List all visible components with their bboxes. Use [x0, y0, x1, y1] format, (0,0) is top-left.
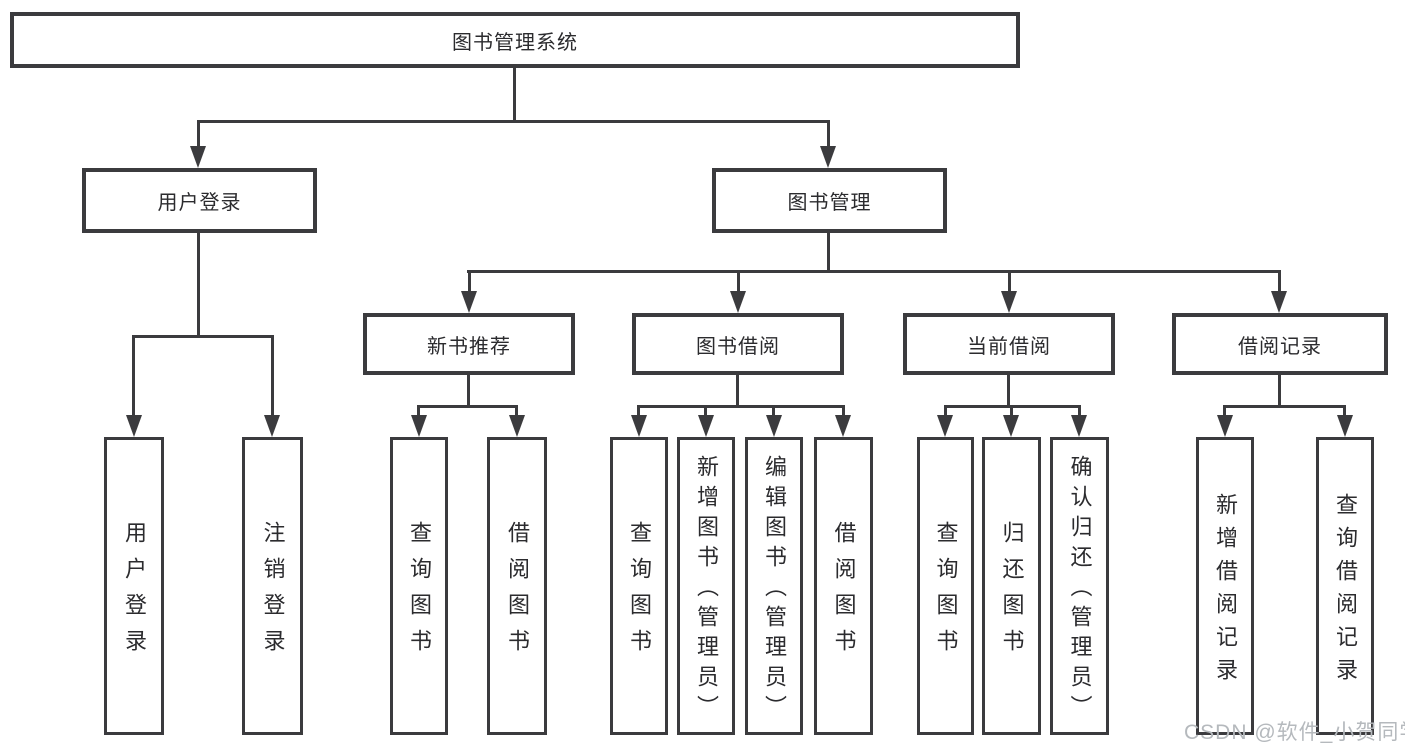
connector-leaf-stem: [1078, 405, 1081, 417]
arrow-down-icon: [461, 291, 477, 313]
arrow-down-icon: [126, 415, 142, 437]
arrow-down-icon: [631, 415, 647, 437]
leaf-add-books-admin: 新增图书（管理员）: [677, 437, 735, 735]
connector-to-current-borrowing-stem: [1008, 270, 1011, 293]
connector-to-user-login-stem: [197, 120, 200, 148]
connector-borrowing-records-stem: [1278, 375, 1281, 408]
arrow-down-icon: [1003, 415, 1019, 437]
connector-to-book-management-stem: [827, 120, 830, 148]
leaf-query-books-borrowing: 查询图书: [610, 437, 668, 735]
leaf-query-borrow-record-label: 查询借阅记录: [1333, 492, 1358, 691]
leaf-edit-books-admin: 编辑图书（管理员）: [745, 437, 803, 735]
leaf-confirm-return-admin-label: 确认归还（管理员）: [1067, 455, 1093, 725]
node-book-borrowing: 图书借阅: [632, 313, 844, 375]
connector-leaf-stem: [772, 405, 775, 417]
connector-book-management-hbar: [467, 270, 1281, 273]
connector-leaf-stem: [271, 335, 274, 417]
leaf-borrow-books-label: 借阅图书: [831, 521, 857, 665]
arrow-down-icon: [937, 415, 953, 437]
leaf-logout: 注销登录: [242, 437, 303, 735]
leaf-add-borrow-record-label: 新增借阅记录: [1213, 492, 1238, 691]
leaf-query-borrow-record: 查询借阅记录: [1316, 437, 1374, 735]
arrow-down-icon: [1071, 415, 1087, 437]
connector-leaf-stem: [132, 335, 135, 417]
node-user-login-label: 用户登录: [157, 192, 242, 214]
arrow-down-icon: [509, 415, 525, 437]
connector-borrowing-records-hbar: [1223, 405, 1346, 408]
arrow-down-icon: [1271, 291, 1287, 313]
connector-leaf-stem: [944, 405, 947, 417]
node-new-book-recommend-label: 新书推荐: [427, 335, 511, 358]
leaf-query-books-recommend: 查询图书: [390, 437, 448, 735]
connector-user-login-stem: [197, 233, 200, 338]
connector-root-stem: [513, 68, 516, 123]
leaf-query-books-borrowing-label: 查询图书: [627, 521, 652, 665]
arrow-down-icon: [1001, 291, 1017, 313]
node-current-borrowing-label: 当前借阅: [967, 335, 1051, 358]
node-root: 图书管理系统: [10, 12, 1020, 68]
leaf-query-books-current-label: 查询图书: [933, 521, 959, 665]
node-user-login: 用户登录: [82, 168, 317, 233]
leaf-add-borrow-record: 新增借阅记录: [1196, 437, 1254, 735]
leaf-user-login: 用户登录: [104, 437, 164, 735]
node-root-label: 图书管理系统: [452, 31, 578, 54]
arrow-down-icon: [1337, 415, 1353, 437]
leaf-query-books-recommend-label: 查询图书: [407, 521, 432, 665]
arrow-down-icon: [766, 415, 782, 437]
leaf-query-books-current: 查询图书: [917, 437, 974, 735]
leaf-borrow-books-recommend-label: 借阅图书: [505, 521, 530, 665]
connector-to-book-borrowing-stem: [737, 270, 740, 293]
connector-current-borrowing-stem: [1007, 375, 1010, 408]
connector-book-borrowing-hbar: [637, 405, 845, 408]
connector-root-hbar: [197, 120, 830, 123]
connector-leaf-stem: [637, 405, 640, 417]
node-book-management-label: 图书管理: [787, 192, 872, 214]
node-book-management: 图书管理: [712, 168, 947, 233]
node-book-borrowing-label: 图书借阅: [696, 335, 780, 358]
node-borrowing-records: 借阅记录: [1172, 313, 1388, 375]
node-borrowing-records-label: 借阅记录: [1238, 335, 1322, 358]
connector-leaf-stem: [515, 405, 518, 417]
connector-leaf-stem: [1223, 405, 1226, 417]
leaf-user-login-label: 用户登录: [122, 521, 147, 665]
connector-user-login-hbar: [132, 335, 274, 338]
connector-leaf-stem: [1343, 405, 1346, 417]
connector-leaf-stem: [417, 405, 420, 417]
connector-book-borrowing-stem: [736, 375, 739, 408]
node-new-book-recommend: 新书推荐: [363, 313, 575, 375]
arrow-down-icon: [1217, 415, 1233, 437]
csdn-watermark: CSDN @软件_小贺同学: [1184, 721, 1405, 744]
connector-to-new-books-stem: [468, 270, 471, 293]
arrow-down-icon: [730, 291, 746, 313]
arrow-down-icon: [411, 415, 427, 437]
leaf-logout-label: 注销登录: [260, 521, 286, 665]
leaf-borrow-books: 借阅图书: [814, 437, 873, 735]
arrow-down-icon: [835, 415, 851, 437]
arrow-down-icon: [698, 415, 714, 437]
arrow-down-icon: [190, 146, 206, 168]
connector-leaf-stem: [704, 405, 707, 417]
leaf-borrow-books-recommend: 借阅图书: [487, 437, 547, 735]
connector-leaf-stem: [842, 405, 845, 417]
leaf-return-books: 归还图书: [982, 437, 1041, 735]
leaf-return-books-label: 归还图书: [999, 521, 1025, 665]
connector-to-borrowing-records-stem: [1278, 270, 1281, 293]
connector-leaf-stem: [1010, 405, 1013, 417]
leaf-edit-books-admin-label: 编辑图书（管理员）: [762, 455, 787, 725]
connector-new-books-stem: [467, 375, 470, 408]
arrow-down-icon: [820, 146, 836, 168]
leaf-add-books-admin-label: 新增图书（管理员）: [694, 455, 719, 725]
node-current-borrowing: 当前借阅: [903, 313, 1115, 375]
connector-new-books-hbar: [417, 405, 518, 408]
connector-book-management-stem: [827, 233, 830, 273]
leaf-confirm-return-admin: 确认归还（管理员）: [1050, 437, 1109, 735]
arrow-down-icon: [264, 415, 280, 437]
